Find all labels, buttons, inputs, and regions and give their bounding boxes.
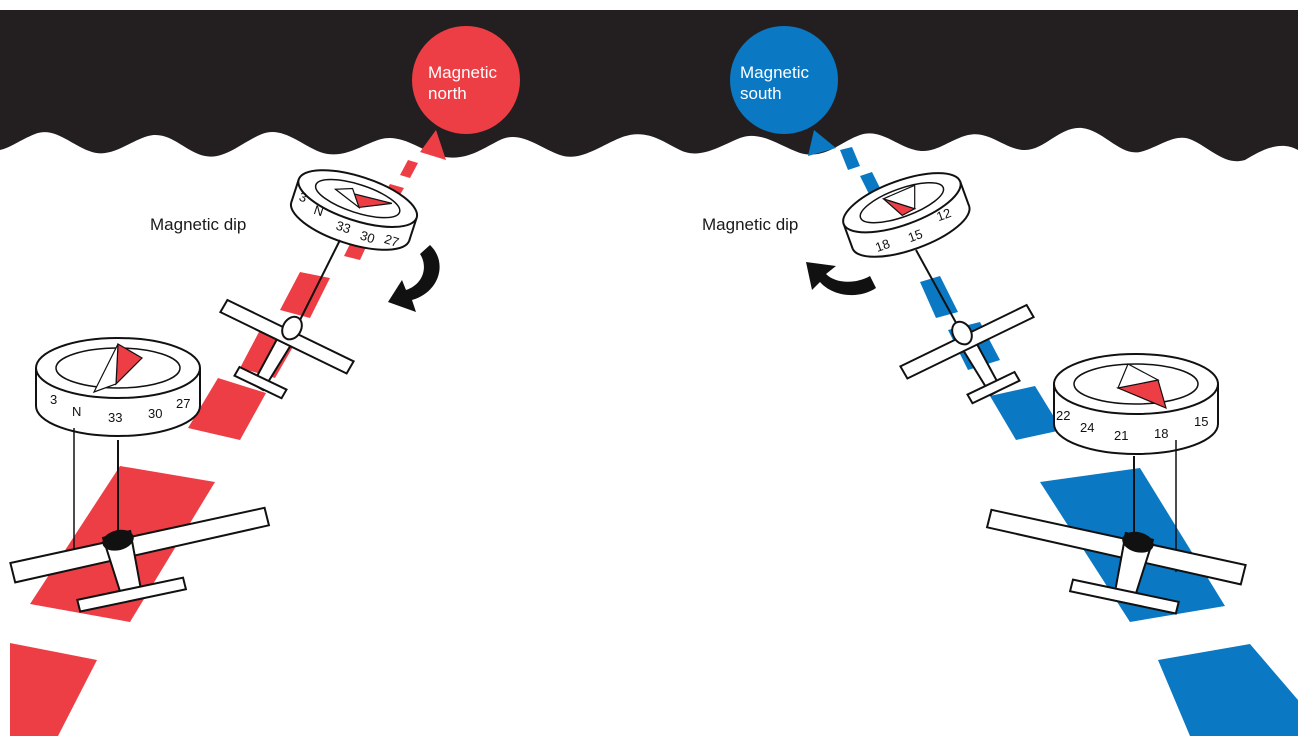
magnetic-south-pole: Magnetic south xyxy=(730,26,838,134)
sky-band xyxy=(0,10,1298,161)
magnetic-north-pole: Magnetic north xyxy=(412,26,520,134)
turn-arrow-icon xyxy=(388,245,440,312)
north-pole-label-line2: north xyxy=(428,84,467,103)
left-lower-compass: 3 N 33 30 27 xyxy=(36,338,200,436)
compass-tick-label: 30 xyxy=(148,406,162,421)
south-track-dash xyxy=(840,147,860,170)
south-pole-label-line1: Magnetic xyxy=(740,63,809,82)
north-track-dash xyxy=(10,643,97,736)
compass-tick-label: 22 xyxy=(1056,408,1070,423)
south-track-dash xyxy=(920,276,958,318)
compass-tick-label: 15 xyxy=(1194,414,1208,429)
compass-tick-label: N xyxy=(72,404,81,419)
north-track-dash xyxy=(400,160,418,178)
compass-tick-label: 3 xyxy=(50,392,57,407)
right-lower-compass: 22 24 21 18 15 xyxy=(1054,354,1218,454)
right-upper-compass-post xyxy=(916,250,960,330)
turn-arrow-icon xyxy=(806,262,876,295)
north-pole-label-line1: Magnetic xyxy=(428,63,497,82)
compass-tick-label: 21 xyxy=(1114,428,1128,443)
south-track-dash xyxy=(1158,644,1298,736)
south-track-dash xyxy=(990,386,1062,440)
right-upper-compass: 18 15 12 xyxy=(836,161,976,269)
magnetic-dip-label-right: Magnetic dip xyxy=(702,215,798,234)
compass-tick-label: 18 xyxy=(1154,426,1168,441)
compass-tick-label: 24 xyxy=(1080,420,1094,435)
compass-tick-label: 27 xyxy=(176,396,190,411)
south-pole-label-line2: south xyxy=(740,84,782,103)
magnetic-dip-label-left: Magnetic dip xyxy=(150,215,246,234)
compass-tick-label: 33 xyxy=(108,410,122,425)
